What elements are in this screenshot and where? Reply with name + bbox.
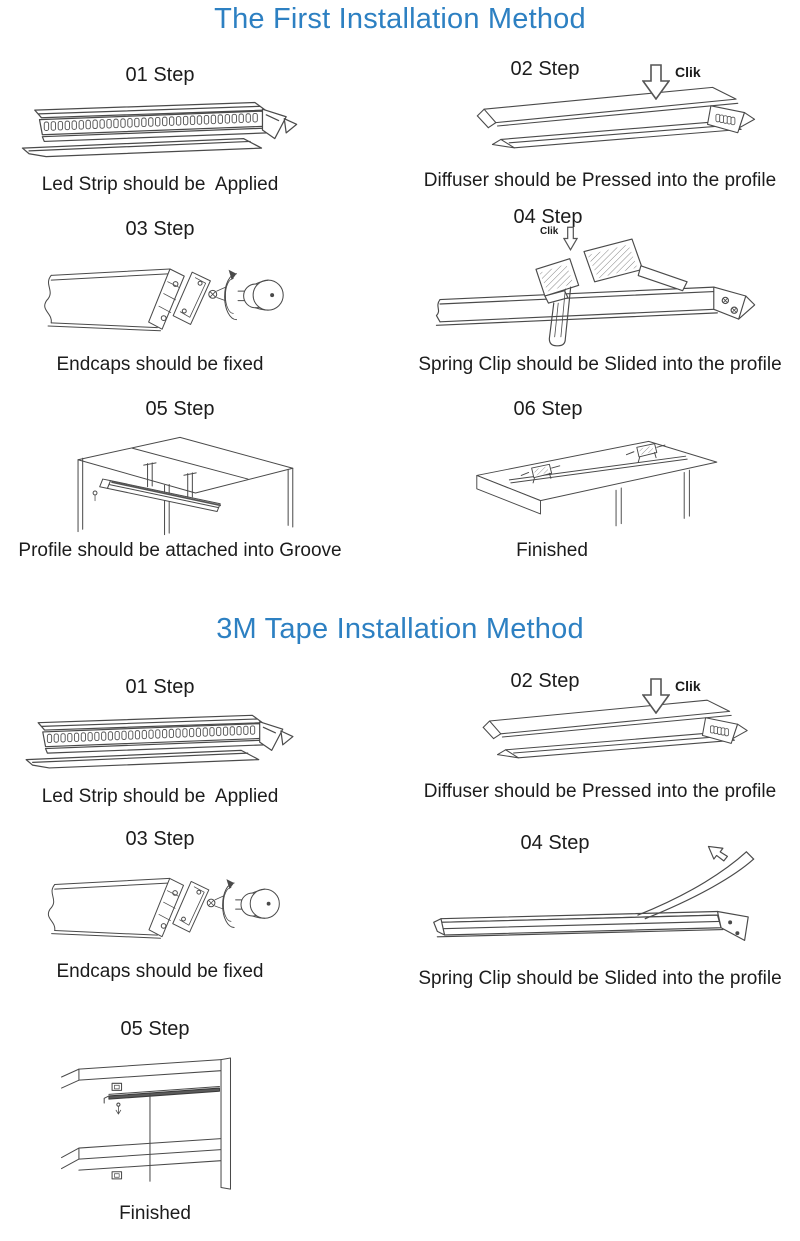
step-label: 05 Step bbox=[120, 1018, 190, 1040]
led-strip-profile-illustration bbox=[25, 714, 294, 769]
cabinet-top-clips-illustration bbox=[475, 440, 717, 526]
step-label: 02 Step bbox=[510, 58, 580, 80]
step-caption: Diffuser should be Pressed into the prof… bbox=[423, 170, 777, 191]
shelf-cabinet-illustration bbox=[60, 1057, 231, 1190]
step-cell-2-02: 02 Step Diffuser should be Pressed into … bbox=[400, 670, 800, 803]
step-label: 01 Step bbox=[125, 64, 195, 86]
spring-clip-illustration bbox=[435, 238, 756, 346]
cabinet-groove-illustration bbox=[77, 436, 294, 536]
step-cell-2-01: 01 Step Led Strip should be Applied bbox=[0, 676, 400, 808]
step-caption: Led Strip should be Applied bbox=[41, 786, 279, 807]
step-label: 03 Step bbox=[125, 218, 195, 240]
section-title-3m-tape: 3M Tape Installation Method bbox=[216, 613, 584, 645]
step-cell-1-02: 02 Step Diffuser should be Pressed into … bbox=[400, 58, 800, 192]
step-label: 01 Step bbox=[125, 676, 195, 698]
endcap-screw-illustration bbox=[43, 268, 284, 332]
step-label: 04 Step bbox=[513, 206, 583, 228]
step-caption: Profile should be attached into Groove bbox=[18, 540, 342, 561]
down-arrow-icon bbox=[642, 678, 670, 714]
section-title-first-method: The First Installation Method bbox=[214, 3, 586, 35]
clik-label: Clik bbox=[675, 64, 701, 80]
step-label: 03 Step bbox=[125, 828, 195, 850]
led-strip-profile-illustration bbox=[21, 101, 298, 157]
step-cell-2-05: 05 Step Finished bbox=[0, 1018, 400, 1225]
step-label: 02 Step bbox=[510, 670, 580, 692]
step-label: 04 Step bbox=[520, 832, 590, 854]
step-caption: Spring Clip should be Slided into the pr… bbox=[418, 354, 782, 375]
down-arrow-icon bbox=[563, 226, 579, 251]
step-caption: Endcaps should be fixed bbox=[56, 354, 264, 375]
step-caption: Spring Clip should be Slided into the pr… bbox=[418, 968, 782, 989]
clik-label: Clik bbox=[675, 678, 701, 694]
step-caption: Finished bbox=[516, 540, 588, 561]
step-label: 06 Step bbox=[513, 398, 583, 420]
down-arrow-icon bbox=[642, 64, 670, 100]
step-cell-1-04: 04 Step Spring Clip should be Slided int… bbox=[400, 206, 800, 376]
step-cell-1-05: 05 Step Profile should be attached into … bbox=[0, 398, 400, 562]
diffuser-press-illustration bbox=[482, 699, 748, 759]
endcap-screw-illustration bbox=[47, 877, 280, 939]
clik-annotation: Clik bbox=[642, 64, 701, 100]
step-cell-1-01: 01 Step Led Strip should be Applied bbox=[0, 64, 400, 196]
step-caption: Diffuser should be Pressed into the prof… bbox=[423, 781, 777, 802]
step-caption: Finished bbox=[119, 1203, 191, 1224]
clik-annotation: Clik bbox=[642, 678, 701, 714]
clik-label: Clik bbox=[540, 226, 559, 237]
diffuser-press-illustration bbox=[476, 86, 756, 148]
step-cell-2-04: 04 Step Spring Clip should be Slided int… bbox=[400, 832, 800, 990]
step-cell-1-03: 03 Step Endcaps should be fixed bbox=[0, 218, 400, 376]
tape-liner-peel-illustration bbox=[433, 845, 755, 941]
step-label: 05 Step bbox=[145, 398, 215, 420]
step-cell-2-03: 03 Step Endcaps should be fixed bbox=[0, 828, 400, 983]
step-caption: Led Strip should be Applied bbox=[41, 174, 279, 195]
step-caption: Endcaps should be fixed bbox=[56, 961, 264, 982]
step-cell-1-06: 06 Step Finished bbox=[400, 398, 800, 562]
clik-annotation: Clik bbox=[540, 226, 579, 251]
